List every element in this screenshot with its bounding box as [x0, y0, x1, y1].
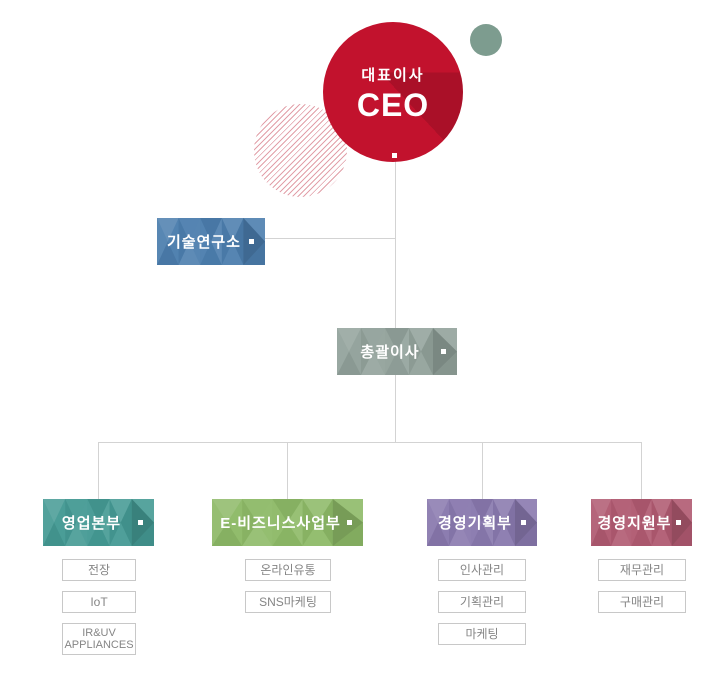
- sub-item: 재무관리: [598, 559, 686, 581]
- dept-label: 영업본부: [61, 515, 122, 532]
- research-node: 기술연구소: [157, 218, 265, 265]
- dept-node-ebusiness: E-비즈니스사업부: [212, 499, 363, 546]
- sublist-planning: 인사관리 기획관리 마케팅: [438, 559, 526, 645]
- dept-label: E-비즈니스사업부: [220, 515, 341, 532]
- research-label: 기술연구소: [166, 234, 241, 251]
- dept-label: 경영지원부: [597, 515, 672, 532]
- line-departments-rail: [98, 442, 642, 443]
- connector-dot: [138, 520, 143, 525]
- ceo-title: 대표이사: [361, 66, 425, 84]
- line-research-branch: [265, 238, 395, 239]
- sublist-support: 재무관리 구매관리: [598, 559, 686, 613]
- sub-item: 마케팅: [438, 623, 526, 645]
- sublist-ebusiness: 온라인유통 SNS마케팅: [245, 559, 331, 613]
- line-ceo-to-director: [395, 160, 396, 328]
- connector-dot: [521, 520, 526, 525]
- line-drop-sales: [98, 442, 99, 499]
- dept-node-support: 경영지원부: [591, 499, 692, 546]
- sub-item: SNS마케팅: [245, 591, 331, 613]
- sublist-sales: 전장 IoT IR&UV APPLIANCES: [62, 559, 136, 655]
- dept-node-planning: 경영기획부: [427, 499, 537, 546]
- connector-dot: [392, 153, 397, 158]
- line-drop-planning: [482, 442, 483, 499]
- dept-label: 경영기획부: [437, 515, 512, 532]
- connector-dot: [347, 520, 352, 525]
- director-node: 총괄이사: [337, 328, 457, 375]
- connector-dot: [441, 349, 446, 354]
- line-director-down: [395, 375, 396, 442]
- sub-item: 인사관리: [438, 559, 526, 581]
- sub-item: 기획관리: [438, 591, 526, 613]
- sub-item: IoT: [62, 591, 136, 613]
- sub-item: 온라인유통: [245, 559, 331, 581]
- sub-item: 전장: [62, 559, 136, 581]
- sub-item: 구매관리: [598, 591, 686, 613]
- line-drop-support: [641, 442, 642, 499]
- connector-dot: [676, 520, 681, 525]
- ceo-node: 대표이사 CEO: [323, 22, 463, 162]
- connector-dot: [249, 239, 254, 244]
- sub-item: IR&UV APPLIANCES: [62, 623, 136, 655]
- ceo-name: CEO: [356, 86, 430, 123]
- dept-node-sales: 영업본부: [43, 499, 154, 546]
- line-drop-ebiz: [287, 442, 288, 499]
- accent-circle-decoration: [470, 24, 502, 56]
- director-label: 총괄이사: [360, 344, 420, 361]
